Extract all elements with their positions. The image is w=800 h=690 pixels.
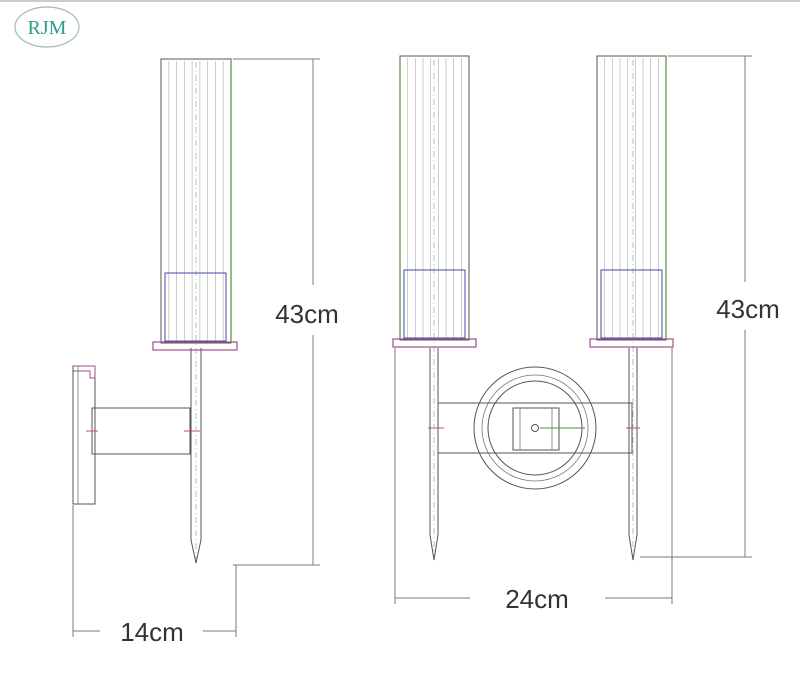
- side-bobeche: [152, 341, 238, 351]
- logo-ring: [14, 6, 80, 48]
- front-left-bobeche: [392, 338, 477, 348]
- front-view: 43cm 24cm: [392, 55, 780, 614]
- side-candle-cup: [164, 272, 227, 342]
- front-backplate-ring: [481, 374, 589, 482]
- brand-logo: RJM: [14, 6, 80, 48]
- front-left-tube: [399, 55, 470, 341]
- side-stem-spike: [190, 348, 202, 564]
- front-right-tube: [596, 55, 667, 341]
- side-depth-label: 14cm: [120, 617, 184, 647]
- side-view: 43cm 14cm: [72, 58, 339, 647]
- side-height-label: 43cm: [275, 299, 339, 329]
- front-right-stem: [628, 348, 638, 561]
- front-mount-block: [512, 407, 560, 451]
- side-tube-ribs: [168, 61, 224, 341]
- side-arm: [91, 407, 191, 455]
- front-height-label: 43cm: [716, 294, 780, 324]
- front-left-candle-cup: [403, 269, 466, 339]
- front-mount-screw-icon: [531, 424, 539, 432]
- front-backplate-outer: [473, 366, 597, 490]
- front-cross-arm: [437, 402, 633, 454]
- front-right-bobeche: [589, 338, 674, 348]
- front-left-tube-ribs: [407, 58, 462, 338]
- front-width-label: 24cm: [505, 584, 569, 614]
- front-left-stem: [429, 348, 439, 561]
- front-right-tube-ribs: [604, 58, 659, 338]
- logo-text: RJM: [28, 17, 67, 39]
- side-wall-plate-cap: [73, 365, 96, 379]
- front-right-candle-cup: [600, 269, 663, 339]
